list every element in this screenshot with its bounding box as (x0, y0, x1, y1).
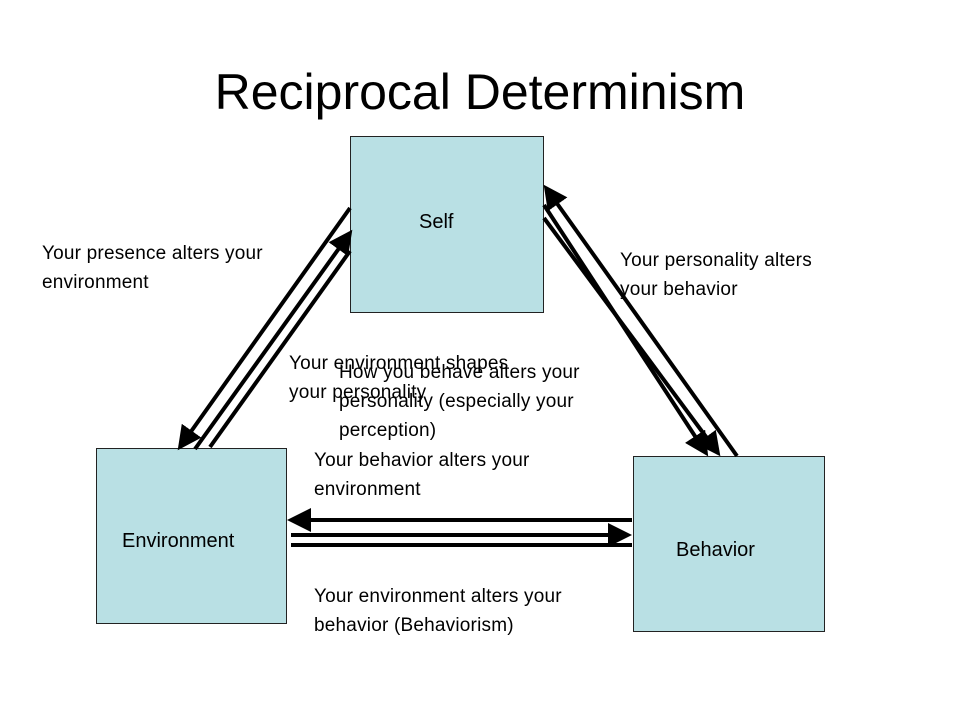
caption-presence-alters-environment: Your presence alters your environment (42, 243, 263, 293)
arrow-self-to-environment (177, 206, 352, 451)
arrow-behavior-to-self (543, 184, 739, 458)
arrow-environment-to-self-tail (208, 249, 352, 449)
environment-label: Environment (122, 530, 235, 552)
slide-title: Reciprocal Determinism (214, 64, 746, 120)
behavior-label: Behavior (676, 539, 755, 561)
caption-environment-shapes-personality: Your environment shapes your personality (289, 353, 509, 403)
caption-behavior-alters-personality: How you behave alters your personality (… (339, 362, 580, 441)
self-label: Self (419, 211, 454, 233)
behavior-node: Behavior (633, 456, 825, 632)
caption-personality-alters-behavior: Your personality alters your behavior (620, 250, 812, 300)
environment-node: Environment (96, 448, 287, 624)
caption-environment-alters-behavior: Your environment alters your behavior (B… (314, 586, 562, 636)
arrow-environment-to-self (193, 229, 353, 451)
self-node: Self (350, 136, 544, 313)
caption-behavior-alters-environment: Your behavior alters your environment (314, 450, 530, 500)
arrow-self-to-behavior-b (542, 216, 721, 457)
